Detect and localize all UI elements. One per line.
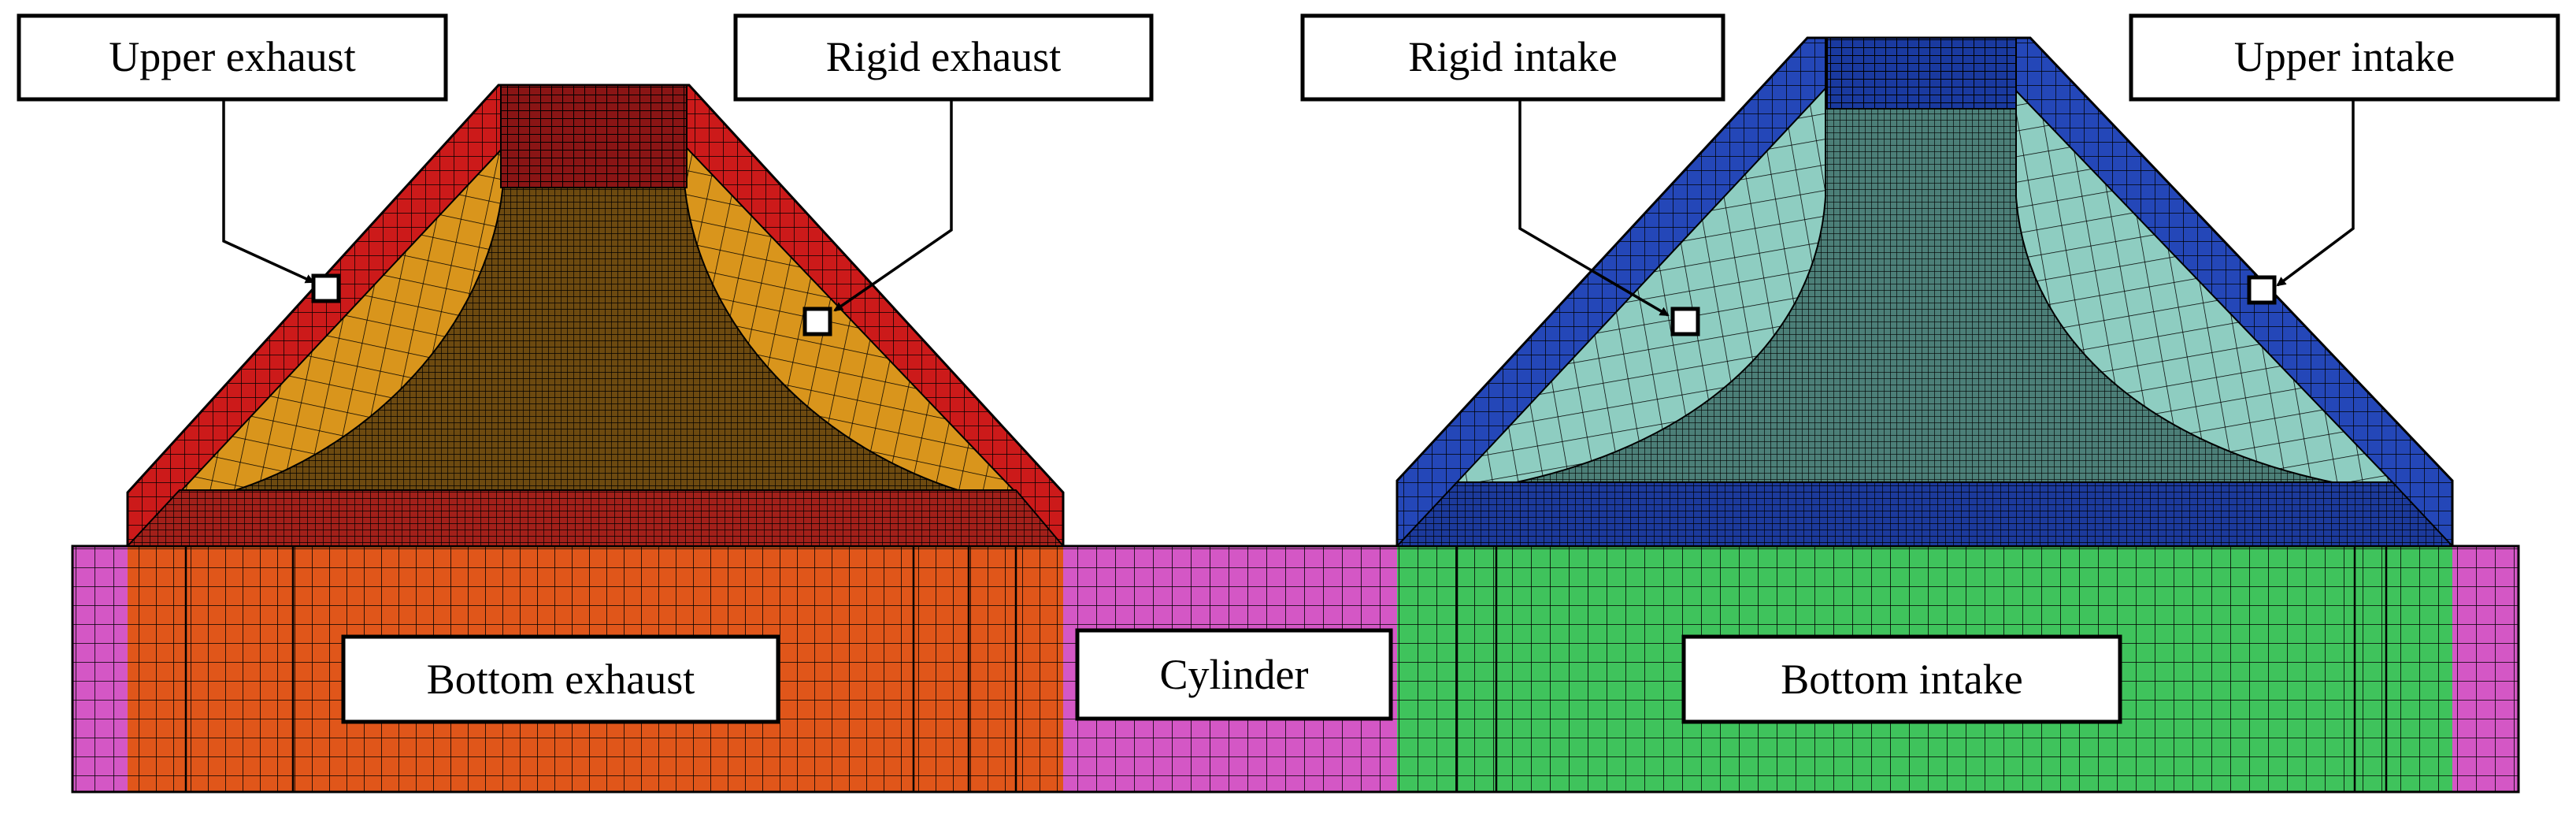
label-rigid-exhaust: Rigid exhaust — [826, 33, 1061, 80]
callout-upper-intake: Upper intake — [2129, 13, 2560, 305]
label-upper-exhaust: Upper exhaust — [109, 33, 355, 80]
label-upper-intake: Upper intake — [2234, 33, 2455, 80]
exhaust-valve-stem — [500, 84, 688, 188]
callout-upper-exhaust: Upper exhaust — [17, 13, 448, 303]
label-rigid-intake: Rigid intake — [1408, 33, 1617, 80]
callout-bottom-exhaust: Bottom exhaust — [341, 634, 780, 724]
marker-rigid-intake — [1670, 307, 1700, 336]
callout-cylinder: Cylinder — [1075, 628, 1393, 721]
callout-rigid-exhaust: Rigid exhaust — [733, 13, 1154, 336]
intake-valve-stem — [1826, 37, 2017, 110]
marker-rigid-exhaust — [802, 307, 832, 336]
marker-upper-exhaust — [311, 273, 341, 303]
marker-upper-intake — [2247, 275, 2277, 305]
intake-port — [1395, 36, 2455, 548]
label-bottom-exhaust: Bottom exhaust — [427, 656, 695, 703]
callout-rigid-intake: Rigid intake — [1300, 13, 1725, 336]
exhaust-port — [125, 84, 1066, 548]
label-cylinder: Cylinder — [1160, 651, 1309, 698]
exhaust-valve-band — [125, 489, 1066, 547]
intake-valve-band — [1395, 481, 2455, 547]
bottom-strip-outline — [71, 545, 2520, 794]
callout-bottom-intake: Bottom intake — [1681, 634, 2122, 724]
label-bottom-intake: Bottom intake — [1781, 656, 2022, 703]
